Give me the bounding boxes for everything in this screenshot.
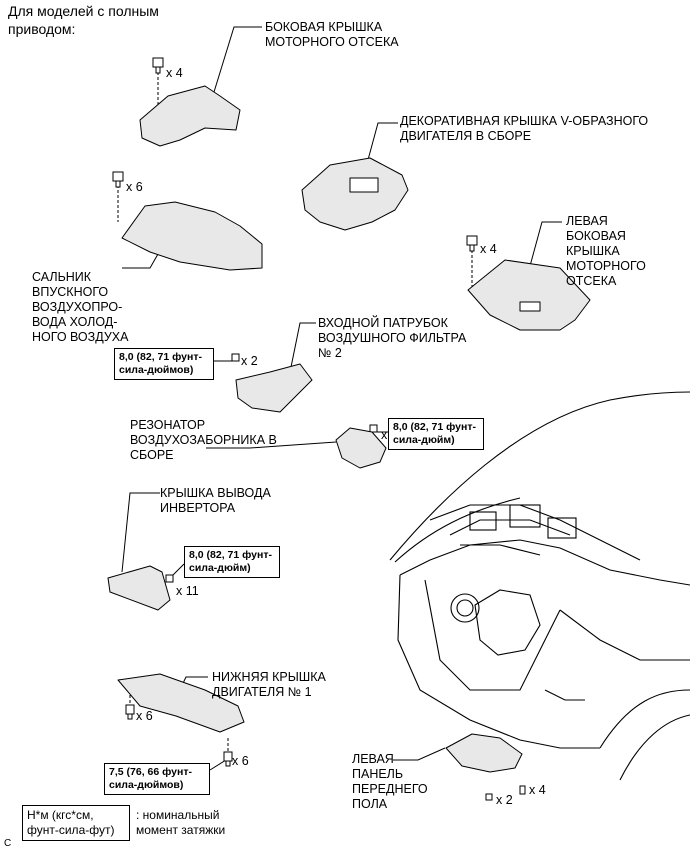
inlet-duct-shape: [235, 363, 313, 413]
car-front: [389, 391, 690, 781]
qty-floor-panel-bolts-a: x 2: [496, 793, 513, 807]
torque-box-resonator: 8,0 (82, 71 фунт- сила-дюйм): [388, 418, 484, 450]
leader-inverter: [121, 492, 160, 573]
label-cold-air-seal: САЛЬНИК ВПУСКНОГО ВОЗДУХОПРО- ВОДА ХОЛОД…: [32, 270, 129, 344]
label-v-cover: ДЕКОРАТИВНАЯ КРЫШКА V-ОБРАЗНОГО ДВИГАТЕЛ…: [400, 114, 649, 143]
label-engine-under-cover: НИЖНЯЯ КРЫШКА ДВИГАТЕЛЯ № 1: [212, 670, 326, 699]
torque-box-inverter: 8,0 (82, 71 фунт- сила-дюйм): [184, 546, 280, 578]
page-heading: Для моделей с полным приводом:: [8, 3, 159, 37]
torque-box-under-cover: 7,5 (76, 66 фунт- сила-дюймов): [104, 763, 210, 795]
leader-resonator: [206, 441, 337, 449]
qty-side-cover-bolts: x 4: [166, 66, 183, 80]
label-resonator: РЕЗОНАТОР ВОЗДУХОЗАБОРНИКА В СБОРЕ: [130, 418, 277, 462]
label-side-cover: БОКОВАЯ КРЫШКА МОТОРНОГО ОТСЕКА: [265, 20, 399, 49]
legend-box: Н*м (кгс*см, фунт-сила-фут): [22, 805, 130, 841]
qty-seal-bolts: x 6: [126, 180, 143, 194]
qty-under-cover-bolts-bottom: x 6: [232, 754, 249, 768]
leader-seal: [122, 253, 159, 269]
resonator-shape: [335, 427, 387, 469]
label-inverter-cover: КРЫШКА ВЫВОДА ИНВЕРТОРА: [160, 486, 271, 515]
left-cover-shape: [467, 259, 591, 331]
floor-panel-shape: [445, 733, 523, 773]
corner-mark: C: [4, 838, 12, 849]
legend-text: : номинальный момент затяжки: [136, 808, 226, 837]
qty-floor-panel-bolts-b: x 4: [529, 783, 546, 797]
seal-shape: [121, 201, 263, 271]
v-cover-shape: [301, 157, 409, 231]
bolt-icons: [112, 57, 526, 801]
leader-duct: [289, 322, 316, 373]
qty-under-cover-bolts-top: x 6: [136, 709, 153, 723]
torque-box-duct: 8,0 (82, 71 фунт- сила-дюймов): [114, 348, 214, 380]
leader-side-cover: [213, 26, 262, 93]
qty-inverter-bolts: x 11: [176, 584, 199, 598]
qty-left-cover-bolts: x 4: [480, 242, 497, 256]
inverter-cover-shape: [107, 565, 171, 611]
leader-left-cover: [529, 221, 562, 267]
side-cover-shape: [139, 85, 241, 147]
label-inlet-duct: ВХОДНОЙ ПАТРУБОК ВОЗДУШНОГО ФИЛЬТРА № 2: [318, 316, 467, 360]
label-front-floor-panel: ЛЕВАЯ ПАНЕЛЬ ПЕРЕДНЕГО ПОЛА: [352, 752, 428, 811]
label-left-side-cover: ЛЕВАЯ БОКОВАЯ КРЫШКА МОТОРНОГО ОТСЕКА: [566, 214, 646, 288]
qty-duct-bolts: x 2: [241, 354, 258, 368]
leader-floor-panel: [393, 747, 446, 761]
under-cover-shape: [117, 673, 245, 733]
